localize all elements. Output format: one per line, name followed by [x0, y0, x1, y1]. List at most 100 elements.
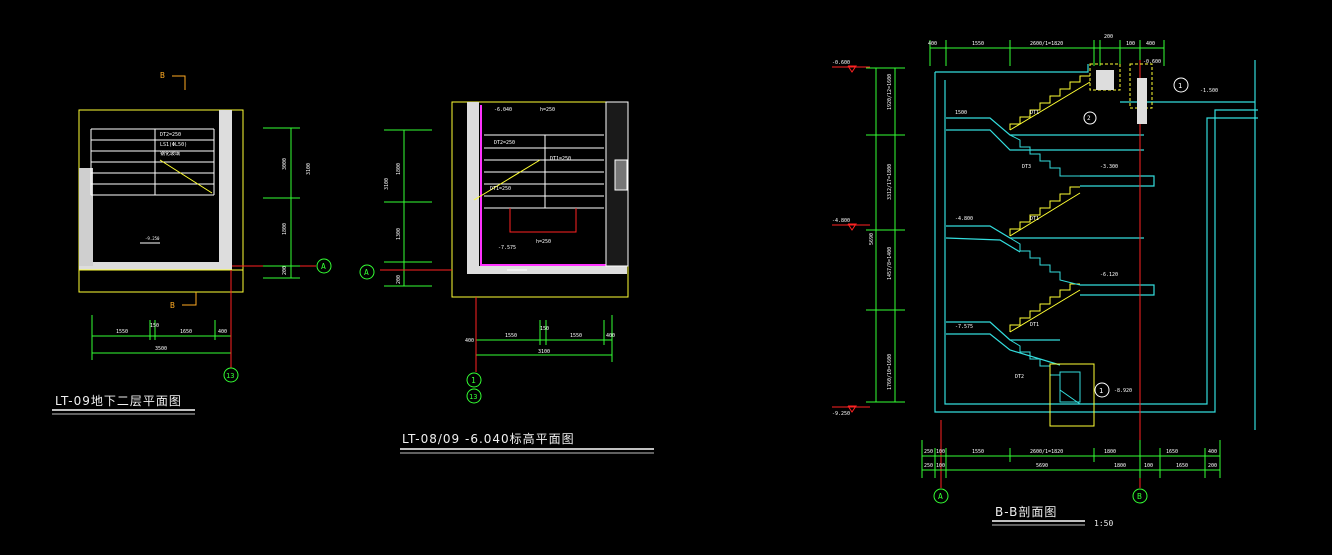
- svg-text:1550: 1550: [570, 333, 582, 339]
- svg-text:-3.300: -3.300: [1100, 164, 1118, 170]
- svg-text:-7.575: -7.575: [498, 245, 516, 251]
- svg-text:-4.800: -4.800: [955, 216, 973, 222]
- svg-text:2: 2: [1087, 115, 1091, 122]
- section-mark-b-bottom: B: [170, 301, 175, 310]
- grid-bubble-a-section[interactable]: [933, 488, 949, 504]
- svg-text:200: 200: [1104, 34, 1113, 40]
- svg-text:1550: 1550: [972, 41, 984, 47]
- svg-text:DT3: DT3: [1022, 164, 1031, 170]
- svg-text:100: 100: [1144, 463, 1153, 469]
- svg-text:钢化玻璃: 钢化玻璃: [160, 150, 180, 157]
- svg-text:1300: 1300: [396, 228, 402, 240]
- section-mark-b-top: B: [160, 71, 165, 80]
- svg-text:-0.600: -0.600: [1143, 59, 1161, 65]
- svg-text:DT1=250: DT1=250: [550, 156, 571, 162]
- svg-text:13: 13: [469, 393, 477, 401]
- svg-text:100: 100: [936, 463, 945, 469]
- svg-text:1800: 1800: [282, 223, 288, 235]
- svg-text:3500: 3500: [155, 346, 167, 352]
- grid-bubble-13-left[interactable]: [223, 367, 239, 383]
- svg-text:A: A: [321, 262, 326, 271]
- svg-text:3312/17=1800: 3312/17=1800: [887, 164, 893, 200]
- svg-text:2600/1=1820: 2600/1=1820: [1030, 41, 1063, 47]
- svg-text:100: 100: [936, 449, 945, 455]
- svg-text:h=250: h=250: [536, 239, 551, 245]
- svg-text:400: 400: [465, 338, 474, 344]
- svg-text:3000: 3000: [282, 158, 288, 170]
- svg-text:1457/8=1400: 1457/8=1400: [887, 247, 893, 280]
- drawing-title-right: B-B剖面图: [995, 505, 1058, 519]
- svg-text:1: 1: [471, 376, 476, 385]
- svg-text:-1.500: -1.500: [1200, 88, 1218, 94]
- svg-text:5690: 5690: [869, 233, 875, 245]
- plan-lt0809-level: -6.040 h=250 DT2=250 DT1=250 DT1=250 -7.…: [359, 101, 629, 404]
- wall-left: [79, 168, 93, 266]
- svg-text:h=250: h=250: [540, 107, 555, 113]
- svg-text:1650: 1650: [1166, 449, 1178, 455]
- svg-text:1920/12=1600: 1920/12=1600: [887, 74, 893, 110]
- svg-text:200: 200: [396, 275, 402, 284]
- svg-text:250: 250: [924, 463, 933, 469]
- svg-text:3100: 3100: [384, 178, 390, 190]
- svg-text:1550: 1550: [972, 449, 984, 455]
- wall-bottom: [79, 262, 232, 270]
- svg-text:1550: 1550: [505, 333, 517, 339]
- svg-text:-8.920: -8.920: [1114, 388, 1132, 394]
- grid-bubble-a-left[interactable]: [316, 258, 332, 274]
- svg-text:150: 150: [150, 323, 159, 329]
- drawing-scale: 1:50: [1094, 519, 1114, 528]
- svg-text:A: A: [364, 268, 369, 277]
- svg-text:250: 250: [924, 449, 933, 455]
- svg-text:-6.120: -6.120: [1100, 272, 1118, 278]
- svg-text:DT2=250: DT2=250: [160, 132, 181, 138]
- svg-text:1: 1: [1178, 82, 1182, 90]
- grid-bubble-a-middle[interactable]: [359, 264, 375, 280]
- drawing-title-middle: LT-08/09 -6.040标高平面图: [402, 432, 575, 446]
- svg-text:5690: 5690: [1036, 463, 1048, 469]
- svg-text:13: 13: [226, 372, 234, 380]
- svg-text:DT2=250: DT2=250: [494, 140, 515, 146]
- svg-text:150: 150: [540, 326, 549, 332]
- svg-text:400: 400: [1146, 41, 1155, 47]
- svg-text:200: 200: [282, 266, 288, 275]
- wall-right: [219, 110, 232, 268]
- svg-text:1650: 1650: [180, 329, 192, 335]
- svg-text:1800: 1800: [396, 163, 402, 175]
- grid-bubble-13-middle[interactable]: [466, 388, 482, 404]
- svg-text:DT2: DT2: [1015, 374, 1024, 380]
- dims-left-horizontal: [91, 315, 232, 360]
- svg-text:-9.250: -9.250: [832, 411, 850, 417]
- grid-bubble-1[interactable]: [466, 372, 482, 388]
- svg-text:B: B: [1137, 492, 1142, 501]
- svg-text:DT1: DT1: [1030, 110, 1039, 116]
- section-structure: [934, 60, 1258, 430]
- svg-text:400: 400: [928, 41, 937, 47]
- grid-bubble-b-section[interactable]: [1132, 488, 1148, 504]
- drawing-title-left: LT-09地下二层平面图: [55, 394, 182, 408]
- svg-text:200: 200: [1208, 463, 1217, 469]
- dims-left-vertical: [263, 127, 300, 279]
- svg-text:DT1: DT1: [1030, 322, 1039, 328]
- section-bb: 400 1550 2600/1=1820 200 100 400 -0.600 …: [832, 34, 1258, 504]
- svg-text:LS1(ΦL50): LS1(ΦL50): [160, 142, 187, 148]
- svg-text:-6.040: -6.040: [494, 107, 512, 113]
- svg-text:1650: 1650: [1176, 463, 1188, 469]
- svg-text:-0.600: -0.600: [832, 60, 850, 66]
- svg-text:-7.575: -7.575: [955, 324, 973, 330]
- section-cut-line-top: [172, 75, 186, 90]
- stair-treads: [90, 128, 215, 196]
- svg-text:3100: 3100: [306, 163, 312, 175]
- svg-text:3100: 3100: [538, 349, 550, 355]
- svg-text:A: A: [938, 492, 943, 501]
- title-underlines: [52, 409, 1085, 526]
- svg-text:-4.800: -4.800: [832, 218, 850, 224]
- svg-text:DT1=250: DT1=250: [490, 186, 511, 192]
- svg-text:400: 400: [218, 329, 227, 335]
- svg-text:1550: 1550: [116, 329, 128, 335]
- svg-text:1800: 1800: [1114, 463, 1126, 469]
- svg-text:400: 400: [1208, 449, 1217, 455]
- svg-text:-9.250: -9.250: [145, 236, 160, 241]
- svg-text:1500: 1500: [955, 110, 967, 116]
